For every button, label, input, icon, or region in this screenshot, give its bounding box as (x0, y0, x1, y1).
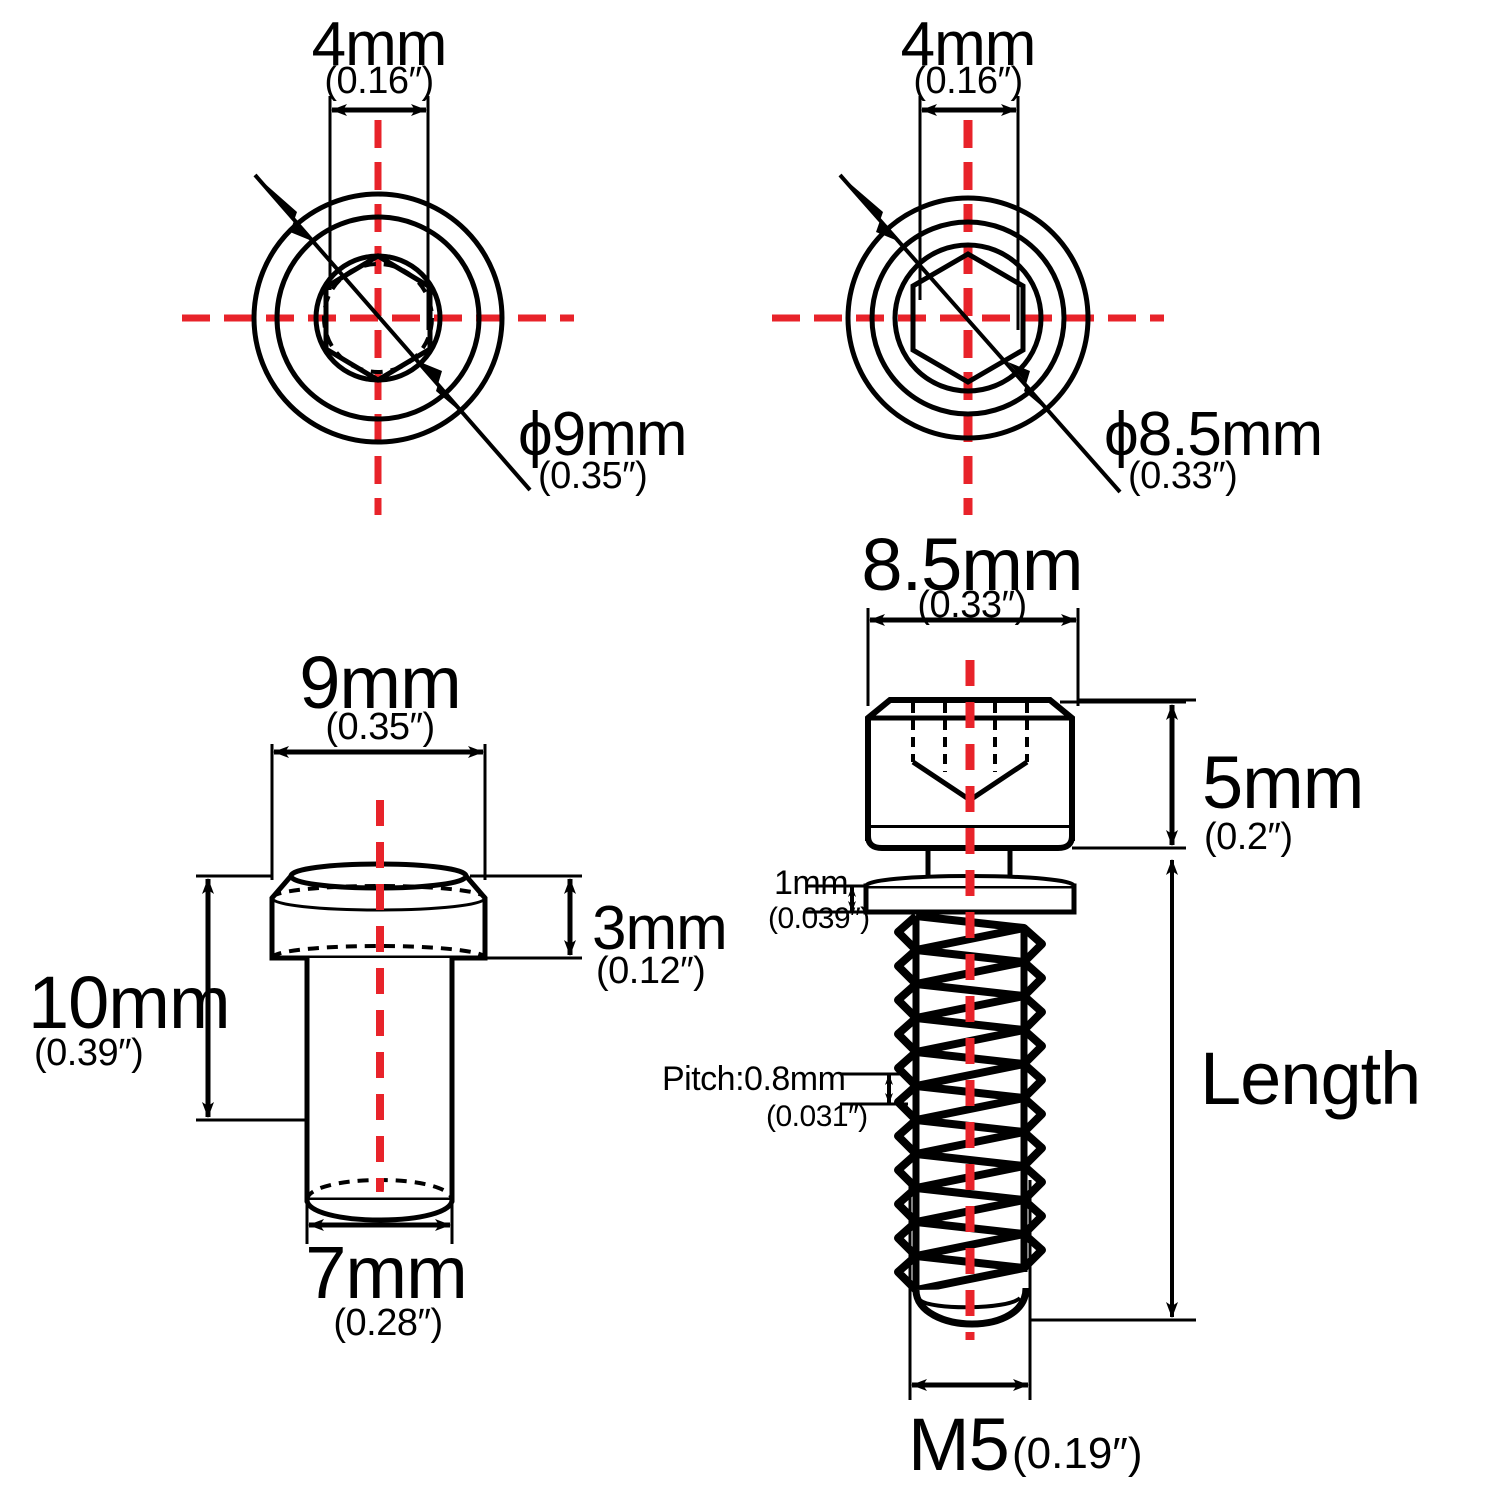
dim-label-3mm-imperial: (0.12″) (596, 950, 706, 992)
dim-label-4mm-imperial-top-left: (0.16″) (324, 60, 434, 102)
dim-label-pitch: Pitch:0.8mm (662, 1060, 846, 1098)
view-barrel-nut-top (182, 96, 574, 515)
leader-arrowhead-upper (840, 175, 898, 241)
dim-label-pitch-imperial: (0.031″) (766, 1100, 868, 1133)
dim-label-dia85mm: ϕ8.5mm (1104, 400, 1323, 469)
dim-label-4mm-imperial-top-right: (0.16″) (913, 60, 1023, 102)
leader-arrowhead-upper (255, 175, 312, 241)
dim-label-dia9mm-imperial: (0.35″) (538, 455, 648, 497)
view-bolt-side (806, 608, 1196, 1400)
dim-label-1mm: 1mm (774, 864, 849, 902)
dim-label-10mm: 10mm (28, 961, 231, 1044)
dim-label-1mm-imperial: (0.039″) (768, 902, 870, 935)
view-bolt-head-top (772, 96, 1164, 515)
leader-line-dia85 (838, 173, 1122, 494)
dim-label-85mm: 8.5mm (861, 523, 1083, 606)
thread-crest-left (894, 913, 919, 1293)
dim-label-4mm-top-right: 4mm (900, 10, 1037, 79)
hex-socket-outline (323, 253, 433, 383)
leader-arrowhead-lower (1008, 362, 1058, 420)
dim-label-m5-imperial: (0.19″) (1012, 1429, 1143, 1478)
view-barrel-nut-side (196, 744, 582, 1244)
dim-label-9mm: 9mm (299, 641, 461, 724)
dim-label-dia9mm: ϕ9mm (518, 400, 687, 469)
dim-label-5mm-imperial: (0.2″) (1204, 816, 1293, 858)
head-middle-circle (869, 219, 1067, 417)
dim-label-dia85mm-imperial: (0.33″) (1128, 455, 1238, 497)
dim-label-m5: M5 (908, 1403, 1010, 1486)
hex-socket-outline (910, 251, 1026, 385)
leader-arrowhead-lower (420, 362, 470, 420)
nut-shank-bottom-front (304, 1199, 455, 1223)
nut-shank-body (304, 958, 455, 1203)
dim-label-7mm: 7mm (305, 1231, 467, 1314)
dim-label-3mm: 3mm (592, 894, 728, 963)
dim-label-85mm-imperial: (0.33″) (917, 584, 1027, 626)
flange-outer-circle (251, 191, 505, 445)
flange-inner-circle (274, 214, 482, 422)
dim-label-5mm: 5mm (1202, 741, 1364, 824)
bolt-thread (894, 912, 1046, 1328)
dim-label-9mm-imperial: (0.35″) (325, 706, 435, 748)
nut-head-top-ellipse (288, 861, 469, 891)
hidden-thread-circle (322, 262, 434, 374)
head-outer-circle (845, 195, 1091, 441)
thread-crest-right (1021, 925, 1046, 1271)
dim-label-7mm-imperial: (0.28″) (333, 1302, 443, 1344)
leader-line-dia9 (253, 173, 532, 492)
dim-label-10mm-imperial: (0.39″) (34, 1032, 144, 1074)
dim-label-4mm-top-left: 4mm (311, 10, 448, 79)
head-inner-circle (892, 242, 1044, 394)
dim-label-length: Length (1200, 1037, 1421, 1120)
